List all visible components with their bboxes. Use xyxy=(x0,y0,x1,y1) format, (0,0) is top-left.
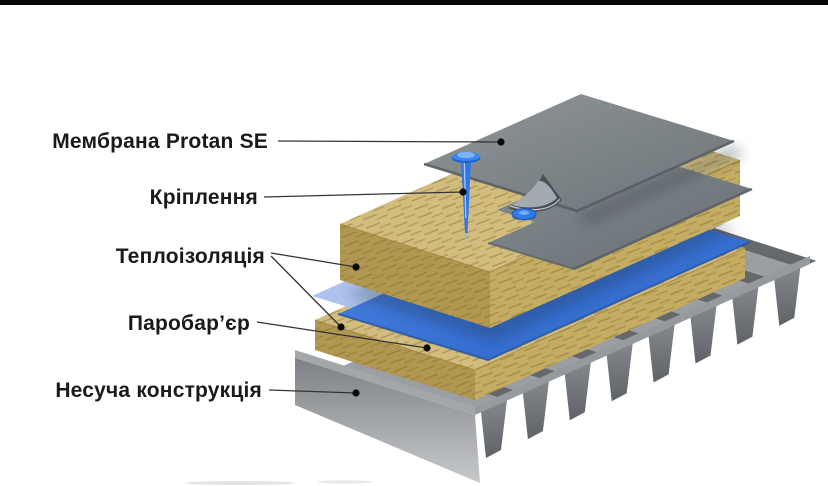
leader-dots xyxy=(337,138,505,397)
leader-lines xyxy=(256,140,502,394)
deck-edge-se xyxy=(475,256,810,415)
membrane-curled-corner xyxy=(508,174,562,213)
leader-insulation-upper xyxy=(270,252,357,268)
letterbox-bar xyxy=(0,0,828,5)
membrane-seam-shadow xyxy=(577,145,744,226)
label-insulation: Теплоізоляція xyxy=(115,245,265,268)
steel-deck xyxy=(185,215,817,485)
leader-fastening xyxy=(263,191,464,198)
leader-membrane xyxy=(277,140,502,143)
fastener-washer xyxy=(511,208,537,221)
deck-edge-sw xyxy=(295,350,475,415)
membrane-sheet-raised xyxy=(423,94,735,213)
label-structure: Несуча конструкція xyxy=(55,379,262,402)
leader-vapor-barrier xyxy=(256,321,428,349)
label-vapor-barrier: Паробар’єр xyxy=(127,312,250,335)
deck-rib-side xyxy=(295,358,480,483)
leader-insulation-lower xyxy=(270,255,342,328)
label-membrane: Мембрана Protan SE xyxy=(52,130,268,153)
fastener-screw xyxy=(451,151,481,243)
leader-structure xyxy=(268,389,357,394)
label-fastening: Кріплення xyxy=(149,186,258,209)
